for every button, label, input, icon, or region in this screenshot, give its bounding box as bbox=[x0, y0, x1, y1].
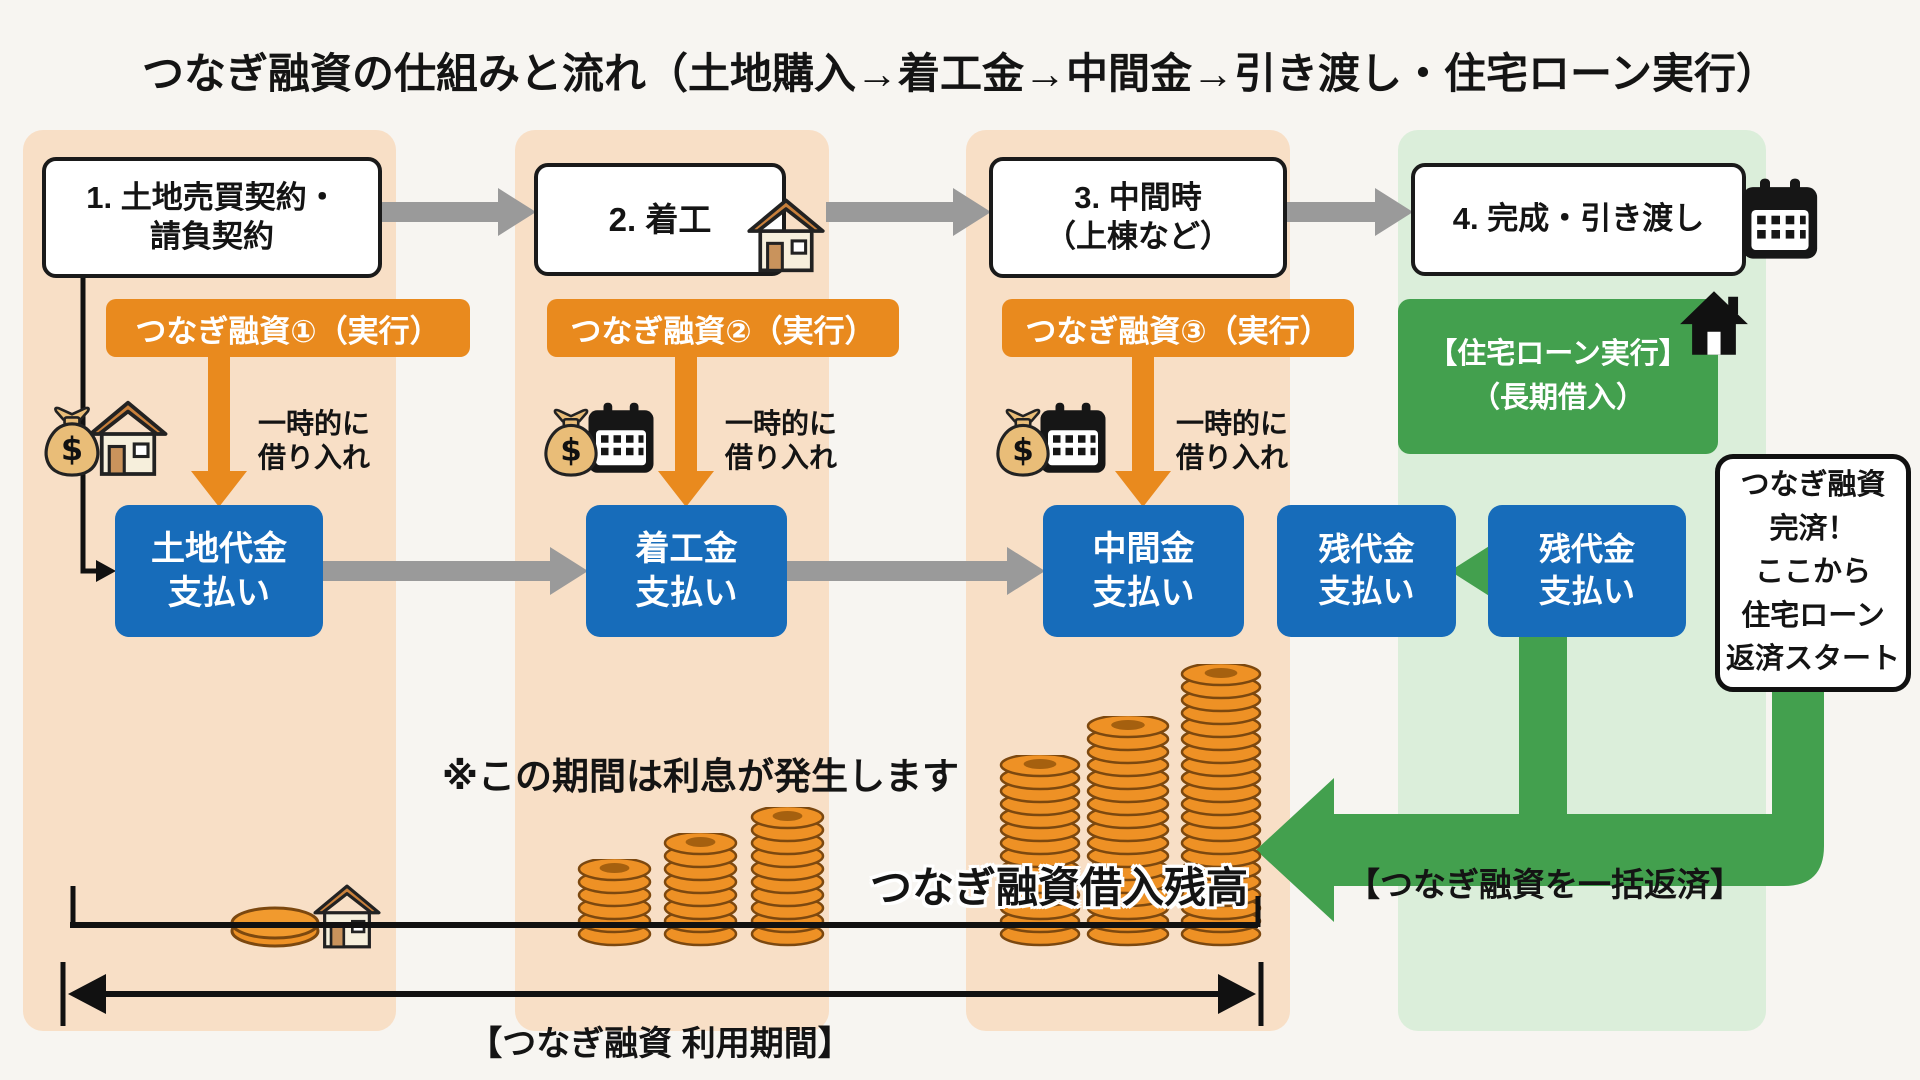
step-box-1: 1. 土地売買契約・ 請負契約 bbox=[42, 157, 382, 278]
loan-down-arrow-1 bbox=[191, 355, 247, 507]
loan-down-arrow-3 bbox=[1115, 355, 1171, 507]
money-bag-icon bbox=[992, 408, 1054, 478]
payment-box-balance-left: 残代金 支払い bbox=[1277, 505, 1456, 637]
payment-interim-text: 中間金 支払い bbox=[1092, 529, 1195, 612]
repayment-callout-text: つなぎ融資 完済！ ここから 住宅ローン 返済スタート bbox=[1725, 469, 1900, 676]
payment-box-interim: 中間金 支払い bbox=[1043, 505, 1244, 637]
diagram-title: つなぎ融資の仕組みと流れ（土地購入→着工金→中間金→引き渡し・住宅ローン実行） bbox=[142, 50, 1778, 97]
housing-loan-box: 【住宅ローン実行】 （長期借入） bbox=[1398, 299, 1718, 454]
flow-arrow-3-4 bbox=[1277, 188, 1413, 236]
balance-transfer-arrow bbox=[1450, 543, 1512, 599]
step-4-label: 4. 完成・引き渡し bbox=[1452, 201, 1705, 237]
lump-sum-label: 【つなぎ融資を一括返済】 bbox=[1347, 866, 1743, 903]
payment-box-land: 土地代金 支払い bbox=[115, 505, 323, 637]
loan-down-arrow-2 bbox=[658, 355, 714, 507]
borrow-note-2: 一時的に 借り入れ bbox=[725, 408, 838, 473]
contract-to-payment-connector bbox=[80, 268, 116, 582]
money-bag-icon bbox=[540, 408, 602, 478]
repayment-callout: つなぎ融資 完済！ ここから 住宅ローン 返済スタート bbox=[1715, 454, 1911, 692]
flow-arrow-2-3 bbox=[826, 188, 991, 236]
calendar-icon bbox=[1740, 178, 1820, 262]
payment-land-text: 土地代金 支払い bbox=[151, 529, 287, 612]
lump-repayment-arrow bbox=[1256, 628, 1824, 922]
step-3-label: 3. 中間時 （上棟など） bbox=[1045, 179, 1231, 254]
money-bag-icon bbox=[40, 406, 104, 478]
home-icon bbox=[1678, 288, 1750, 358]
payment-box-balance-right: 残代金 支払い bbox=[1488, 505, 1686, 637]
housing-loan-text: 【住宅ローン実行】 （長期借入） bbox=[1428, 338, 1688, 414]
bridge-loan-2-label: つなぎ融資②（実行） bbox=[547, 299, 899, 357]
flow-arrow-1-2 bbox=[374, 188, 536, 236]
usage-period-timeline bbox=[60, 886, 1264, 1026]
coin-stack bbox=[662, 833, 739, 948]
step-1-label: 1. 土地売買契約・ 請負契約 bbox=[86, 179, 338, 254]
bridge-loan-3-label: つなぎ融資③（実行） bbox=[1002, 299, 1354, 357]
bridge-loan-3-text: つなぎ融資③（実行） bbox=[1025, 313, 1331, 349]
payment-arrow-1-2 bbox=[323, 547, 588, 595]
bridge-loan-2-text: つなぎ融資②（実行） bbox=[570, 313, 876, 349]
payment-start-text: 着工金 支払い bbox=[635, 529, 738, 612]
borrow-note-3: 一時的に 借り入れ bbox=[1176, 408, 1289, 473]
usage-period-label: 【つなぎ融資 利用期間】 bbox=[468, 1025, 852, 1063]
payment-box-start: 着工金 支払い bbox=[586, 505, 787, 637]
step-box-2: 2. 着工 bbox=[534, 163, 786, 276]
step-box-4: 4. 完成・引き渡し bbox=[1411, 163, 1746, 276]
step-2-label: 2. 着工 bbox=[608, 200, 712, 238]
payment-arrow-2-3 bbox=[787, 547, 1045, 595]
payment-balance-left-text: 残代金 支払い bbox=[1318, 531, 1415, 609]
loan-balance-label: つなぎ融資借入残高 bbox=[870, 864, 1249, 911]
house-icon bbox=[746, 198, 826, 274]
bridge-loan-1-label: つなぎ融資①（実行） bbox=[106, 299, 470, 357]
payment-balance-right-text: 残代金 支払い bbox=[1538, 531, 1635, 609]
coin-stack bbox=[1179, 664, 1263, 948]
step-box-3: 3. 中間時 （上棟など） bbox=[989, 157, 1287, 278]
borrow-note-1: 一時的に 借り入れ bbox=[258, 408, 371, 473]
coin-stack bbox=[998, 755, 1082, 948]
coin-stack bbox=[1085, 716, 1171, 948]
bridge-loan-1-text: つなぎ融資①（実行） bbox=[135, 313, 441, 349]
interest-note: ※この期間は利息が発生します bbox=[442, 756, 959, 797]
